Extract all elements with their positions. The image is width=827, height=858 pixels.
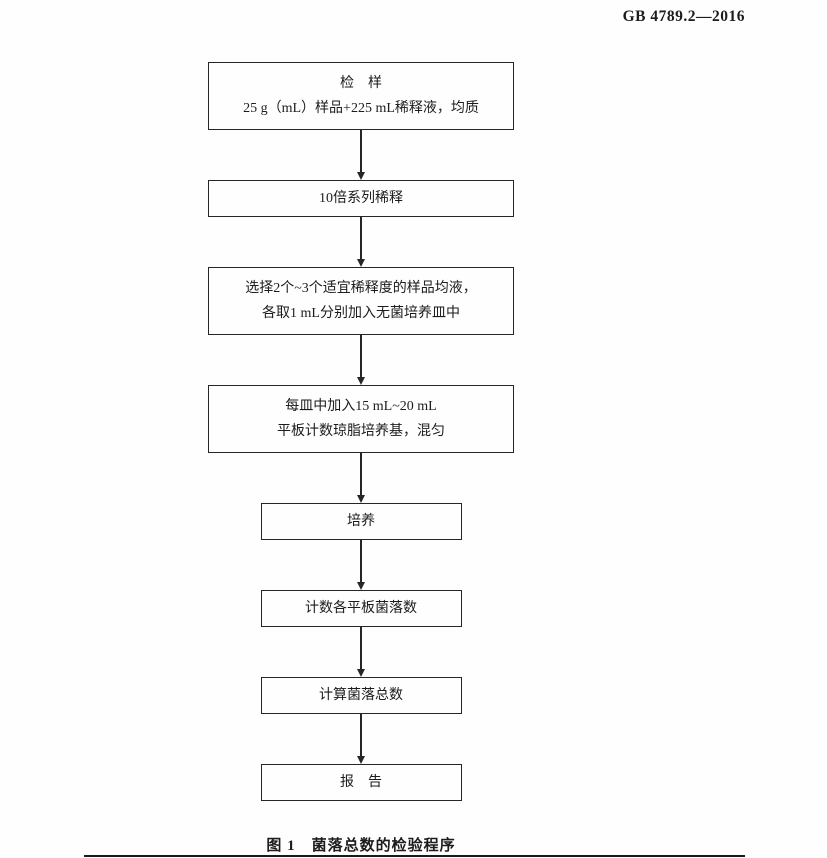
arrow-line [360,714,362,757]
flow-step-count-plates: 计数各平板菌落数 [260,590,462,627]
figure-caption: 图 1 菌落总数的检验程序 [266,838,456,854]
flow-step-detail: 25 g（mL）样品+225 mL稀释液，均质 [243,101,479,116]
flow-step-title: 报 告 [340,775,382,790]
arrow-head-down-icon [357,172,365,180]
flow-step-detail: 各取1 mL分别加入无菌培养皿中 [262,306,460,321]
flow-arrow [357,453,365,503]
flow-step-incubation: 培养 [260,503,462,540]
arrow-line [360,335,362,378]
arrow-head-down-icon [357,259,365,267]
flowchart: 检 样 25 g（mL）样品+225 mL稀释液，均质 10倍系列稀释 选择2个… [208,62,514,855]
flow-step-title: 10倍系列稀释 [319,191,403,206]
flow-step-pour-agar: 每皿中加入15 mL~20 mL 平板计数琼脂培养基，混匀 [208,385,514,453]
flow-step-detail: 平板计数琼脂培养基，混匀 [277,424,445,439]
arrow-line [360,627,362,670]
flow-step-serial-dilution: 10倍系列稀释 [208,180,514,217]
flow-arrow [357,130,365,180]
flow-arrow [357,540,365,590]
flow-step-title: 计算菌落总数 [319,688,403,703]
flow-step-sampling: 检 样 25 g（mL）样品+225 mL稀释液，均质 [208,62,514,130]
flow-step-title: 检 样 [340,76,382,91]
arrow-head-down-icon [357,669,365,677]
flow-step-calculate-total: 计算菌落总数 [260,677,462,714]
arrow-line [360,453,362,496]
footer-rule [84,855,745,857]
arrow-head-down-icon [357,582,365,590]
flow-step-report: 报 告 [260,764,462,801]
flow-arrow [357,335,365,385]
arrow-line [360,130,362,173]
arrow-head-down-icon [357,756,365,764]
arrow-line [360,540,362,583]
arrow-line [360,217,362,260]
arrow-head-down-icon [357,377,365,385]
flow-step-title: 培养 [347,514,375,529]
flow-arrow [357,217,365,267]
flow-step-title: 计数各平板菌落数 [305,601,417,616]
flow-arrow [357,714,365,764]
flow-step-select-dilutions: 选择2个~3个适宜稀释度的样品均液， 各取1 mL分别加入无菌培养皿中 [208,267,514,335]
standard-number: GB 4789.2—2016 [622,8,745,25]
flow-step-title: 选择2个~3个适宜稀释度的样品均液， [245,281,477,296]
flow-arrow [357,627,365,677]
flow-step-title: 每皿中加入15 mL~20 mL [285,399,437,414]
arrow-head-down-icon [357,495,365,503]
